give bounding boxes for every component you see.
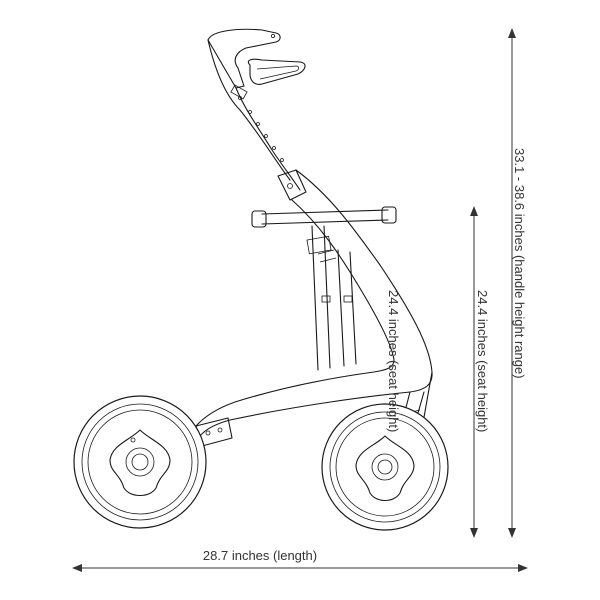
frame-seat-height-label: 24.4 inches (seat height) bbox=[386, 290, 401, 432]
frame-joint bbox=[277, 169, 307, 201]
length-label: 28.7 inches (length) bbox=[203, 548, 317, 563]
rear-wheel bbox=[73, 395, 207, 529]
handle-height-label: 33.1 - 38.6 inches (handle height range) bbox=[512, 148, 527, 379]
seat-height-label: 24.4 inches (seat height) bbox=[475, 290, 490, 432]
rear-wheel-hub bbox=[109, 429, 171, 497]
length-dimension-line bbox=[72, 564, 528, 572]
seat-bar bbox=[261, 209, 389, 225]
handle-grip bbox=[207, 28, 281, 89]
brake-lever bbox=[247, 58, 306, 85]
handle-height-dimension-line bbox=[508, 28, 516, 538]
height-adjust-holes bbox=[238, 96, 284, 162]
handle-post bbox=[207, 39, 291, 181]
front-wheel bbox=[321, 403, 449, 531]
seat-height-dimension-line bbox=[470, 206, 478, 538]
front-wheel-hub bbox=[355, 435, 415, 502]
folding-struts bbox=[306, 225, 357, 371]
